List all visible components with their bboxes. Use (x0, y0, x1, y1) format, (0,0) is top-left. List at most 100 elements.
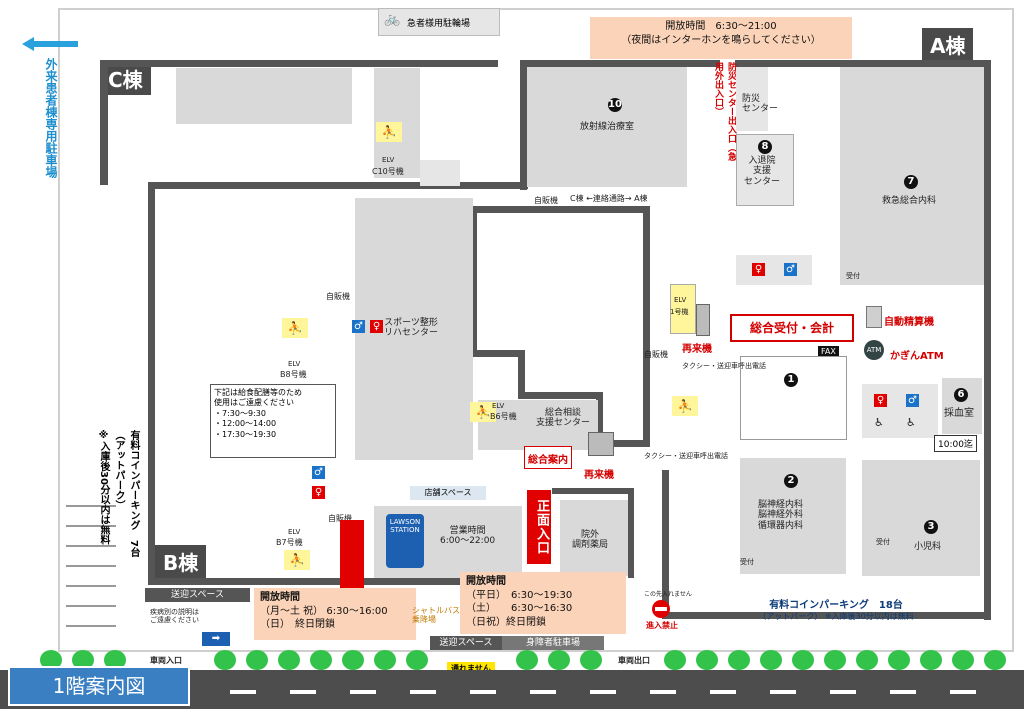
disabled-parking-label: 身障者駐車場 (525, 638, 580, 648)
tree (952, 650, 974, 670)
elevator-b7-label: B7号機 (276, 538, 303, 547)
wall (148, 182, 155, 582)
room-blood (942, 378, 982, 434)
road-marking (290, 690, 316, 694)
no-entry-top-label: この先入れません (644, 591, 692, 598)
building-a-tag: A棟 (922, 28, 974, 61)
vending-label: 自販機 (326, 292, 350, 301)
number-2-badge: 2 (784, 474, 798, 488)
stairs-icon: ⛹ (282, 318, 308, 338)
lawson-logo: LAWSON STATION (386, 514, 424, 568)
cannot-enter-label: 通れません (451, 664, 491, 673)
tree (246, 650, 268, 670)
pickup-space-left: 送迎スペース (145, 588, 250, 602)
auto-pay-label: 自動精算機 (884, 317, 934, 328)
no-entry-label: 進入禁止 (646, 621, 678, 630)
no-entry-icon (652, 600, 670, 618)
tree (728, 650, 750, 670)
night-hours-line1: 開放時間 6:30～21:00 (665, 21, 777, 32)
number-10-badge: 10 (608, 98, 622, 112)
tree (310, 650, 332, 670)
left-arrow-icon (22, 36, 78, 51)
room-c-west (176, 68, 352, 124)
main-hours-title: 開放時間 (466, 576, 506, 587)
west-hours-box: 開放時間 （月～土 祝） 6:30～16:00 （日） 終日閉鎖 (254, 588, 416, 640)
wall (148, 182, 504, 189)
tree (856, 650, 878, 670)
west-hours-line1: （月～土 祝） 6:30～16:00 (260, 605, 388, 617)
lawson-hours: 営業時間 6:00～22:00 (440, 526, 496, 547)
wheelchair-icon: ♿ (874, 416, 884, 429)
revisit-label-a: 再来機 (682, 344, 712, 355)
atm-icon: ATM (864, 340, 884, 360)
right-arrow-icon: ➡ (202, 632, 230, 646)
wall (498, 182, 528, 189)
toilet-male-icon: ♂ (312, 466, 325, 479)
pickup-left-label: 送迎スペース (171, 590, 224, 600)
notice-header: 下記は給食配膳等のため 使用はご遠慮ください (214, 388, 302, 408)
main-hours-line1: （平日） 6:30～19:30 (466, 589, 573, 601)
number-7-badge: 7 (904, 175, 918, 189)
pickup-space-center: 送迎スペース (430, 636, 502, 650)
number-1-badge: 1 (784, 373, 798, 387)
wall (520, 60, 527, 190)
vending-label: 自販機 (534, 196, 558, 205)
tree (278, 650, 300, 670)
tree (696, 650, 718, 670)
road-marking (350, 690, 376, 694)
emergency-reception-label: 受付 (846, 272, 860, 280)
tree (374, 650, 396, 670)
toilet-female-icon: ♀ (874, 394, 887, 407)
elevator-b6-elv: ELV (492, 402, 505, 410)
wall (470, 350, 520, 357)
bicycle-parking-label: 急者様用駐輪場 (407, 19, 471, 29)
toilet-male-icon: ♂ (352, 320, 365, 333)
number-3-badge: 3 (924, 520, 938, 534)
outpatient-parking-label: 外来患者棟専用駐車場 (44, 58, 58, 178)
building-c-tag: C棟 (100, 62, 151, 95)
wall (470, 206, 650, 213)
toilet-male-icon: ♂ (784, 263, 797, 276)
tree (40, 650, 62, 670)
tree (104, 650, 126, 670)
parking-left-label: 有料コインパーキング 7台 （アットパーク） ※入庫後30分以内は無料 (98, 430, 139, 557)
toilet-area-right (862, 384, 938, 438)
main-reception-box: 総合受付・会計 (730, 314, 854, 342)
auto-pay-icon (866, 306, 882, 328)
elevator-a1-label: 1号機 (670, 308, 689, 316)
building-b-tag: B棟 (155, 545, 207, 578)
road-marking (710, 690, 736, 694)
tree (342, 650, 364, 670)
fax-label: FAX (818, 346, 839, 357)
notice-time-1: ・7:30～9:30 (214, 408, 266, 418)
night-hours-line2: （夜間はインターホンを鳴らしてください） (621, 34, 821, 46)
admission-label: 入退院 支援 センター (744, 156, 781, 187)
room-disaster (736, 67, 768, 131)
revisit-machine-icon (588, 432, 614, 456)
road-marking (530, 690, 556, 694)
blood-time: 10:00迄 (934, 435, 977, 452)
tree (664, 650, 686, 670)
road-marking (890, 690, 916, 694)
wall (628, 488, 634, 578)
main-hours-line2: （土） 6:30～16:30 (466, 603, 573, 614)
sports-rehab-label: スポーツ整形 リハセンター (384, 318, 439, 339)
wall (643, 206, 650, 446)
wall (552, 488, 632, 494)
pediatrics-label: 小児科 (914, 542, 942, 552)
tree (984, 650, 1006, 670)
road-marking (590, 690, 616, 694)
parking-right-line1: 有料コインパーキング 18台 (769, 600, 903, 611)
road-marking (650, 690, 676, 694)
road-marking (230, 690, 256, 694)
site-frame (58, 8, 1014, 652)
pharmacy-label: 院外 調剤薬局 (572, 530, 609, 551)
corridor-label: C棟 ←連絡通路→ A棟 (570, 194, 648, 203)
wall (360, 578, 500, 585)
stairs-icon: ⛹ (284, 550, 310, 570)
wall (596, 392, 603, 444)
tree (824, 650, 846, 670)
parking-right-line2: （アットパーク） ※入庫後30分以内は無料 (758, 612, 914, 621)
wall (662, 470, 669, 618)
car-entry-label: 車両入口 (150, 656, 182, 665)
